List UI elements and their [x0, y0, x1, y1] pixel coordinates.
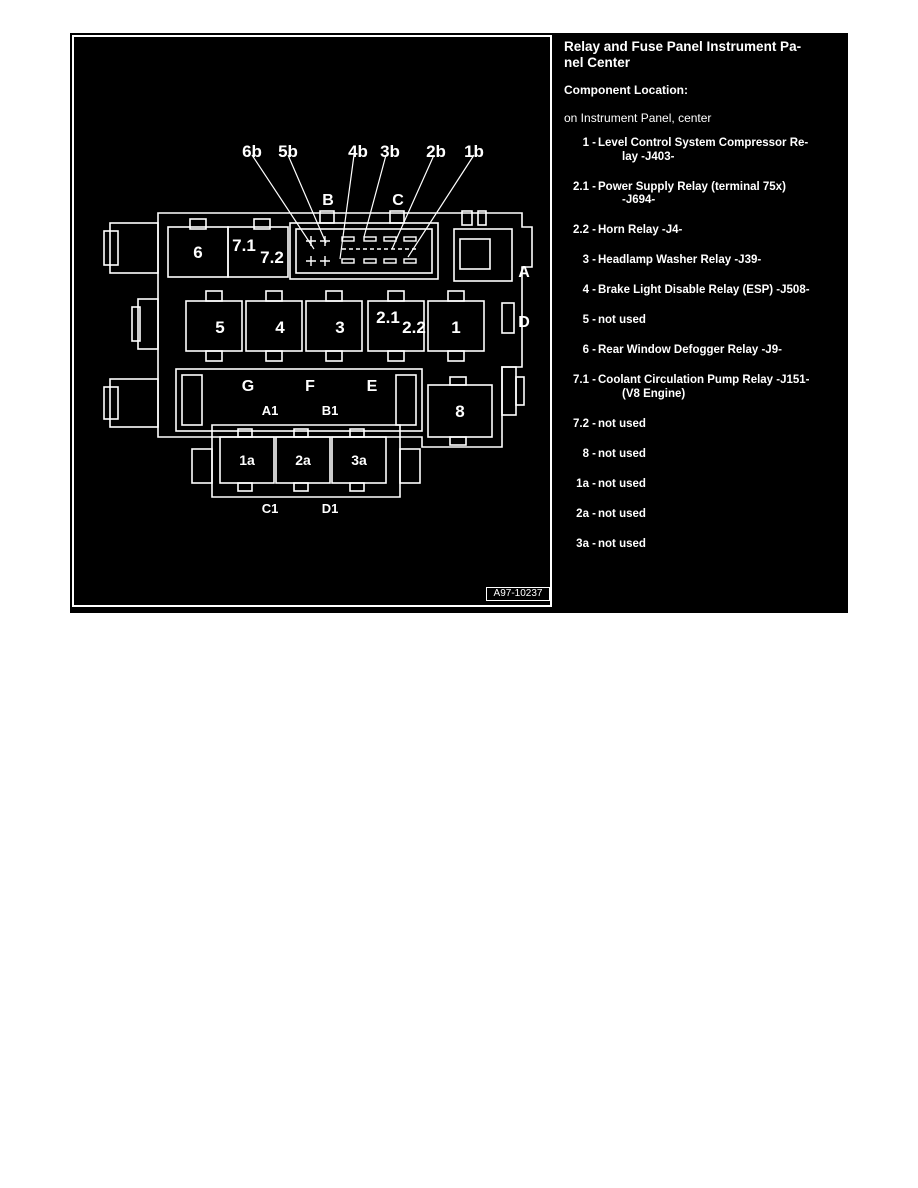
figure-title: Relay and Fuse Panel Instrument Pa- nel … [564, 39, 836, 71]
legend-number: 2.2 - [572, 224, 596, 236]
connector-label-G: G [242, 378, 254, 395]
legend-description: Headlamp Washer Relay -J39- [598, 254, 836, 268]
legend-line: Level Control System Compressor Re- [598, 137, 809, 149]
callout-2b: 2b [426, 142, 446, 161]
legend-line: not used [598, 507, 646, 520]
legend-item: 1a -not used [564, 478, 836, 492]
relay-label-8: 8 [455, 402, 464, 421]
connector-label-B: B [322, 192, 334, 209]
legend-item: 3 -Headlamp Washer Relay -J39- [564, 254, 836, 268]
title-line: Relay and Fuse Panel Instrument Pa- [564, 39, 802, 54]
connector-label-B1: B1 [322, 403, 339, 418]
diagram-frame: 6b 5b 4b 3b 2b 1b B C A D G F E A1 B1 C1… [72, 35, 552, 607]
legend-item: 7.1 -Coolant Circulation Pump Relay -J15… [564, 374, 836, 401]
legend-description: not used [598, 478, 836, 492]
relay-label-1a: 1a [239, 452, 255, 468]
relay-label-7-1: 7.1 [232, 236, 256, 255]
relay-fuse-panel-figure: 6b 5b 4b 3b 2b 1b B C A D G F E A1 B1 C1… [70, 33, 848, 613]
legend-number: 1a - [576, 477, 596, 490]
legend-item: 1 -Level Control System Compressor Re-la… [564, 137, 836, 164]
connector-label-D: D [518, 314, 530, 331]
legend-description: not used [598, 448, 836, 462]
legend-item: 8 -not used [564, 448, 836, 462]
connector-label-C1: C1 [262, 501, 279, 516]
legend-line: Rear Window Defogger Relay -J9- [598, 344, 782, 356]
legend-description: not used [598, 538, 836, 552]
connector-label-A: A [518, 264, 530, 281]
relay-label-4: 4 [275, 318, 285, 337]
callout-4b: 4b [348, 142, 368, 161]
relay-label-2-1: 2.1 [376, 308, 400, 327]
legend-item: 4 -Brake Light Disable Relay (ESP) -J508… [564, 284, 836, 298]
relay-panel-diagram: 6b 5b 4b 3b 2b 1b B C A D G F E A1 B1 C1… [103, 142, 533, 516]
legend-line: lay -J403- [622, 150, 675, 163]
legend-item: 5 -not used [564, 314, 836, 328]
legend-description: Power Supply Relay (terminal 75x)-J694- [598, 181, 836, 208]
component-location-heading: Component Location: [564, 83, 688, 97]
legend-item: 6 -Rear Window Defogger Relay -J9- [564, 344, 836, 358]
legend-description: Horn Relay -J4- [598, 224, 836, 238]
legend-panel: Relay and Fuse Panel Instrument Pa- nel … [564, 39, 836, 568]
callout-1b: 1b [464, 142, 484, 161]
legend-number: 2a - [576, 507, 596, 520]
legend-description: not used [598, 418, 836, 432]
relay-label-6: 6 [193, 243, 202, 262]
title-line: nel Center [564, 55, 631, 70]
legend-number: 5 - [582, 314, 596, 326]
connector-label-F: F [305, 378, 315, 395]
legend-number: 7.1 - [572, 374, 596, 386]
legend-number: 2.1 - [572, 180, 596, 193]
legend-line: Horn Relay -J4- [598, 224, 683, 236]
relay-label-1: 1 [451, 318, 460, 337]
legend-description: Level Control System Compressor Re-lay -… [598, 137, 836, 164]
relay-label-2a: 2a [295, 452, 311, 468]
legend-line: not used [598, 417, 646, 430]
legend-line: not used [598, 477, 646, 490]
legend-item: 3a -not used [564, 538, 836, 552]
legend-number: 3a - [576, 537, 596, 550]
legend-number: 1 - [582, 137, 596, 149]
legend-line: Headlamp Washer Relay -J39- [598, 254, 762, 266]
legend-number: 7.2 - [572, 417, 596, 430]
legend-line: not used [598, 447, 646, 460]
relay-label-3: 3 [335, 318, 344, 337]
legend-description: Coolant Circulation Pump Relay -J151-(V8… [598, 374, 836, 401]
figure-id: A97-10237 [486, 587, 550, 601]
legend-description: not used [598, 314, 836, 328]
relay-label-5: 5 [215, 318, 224, 337]
legend-item: 7.2 -not used [564, 418, 836, 432]
legend-description: Rear Window Defogger Relay -J9- [598, 344, 836, 358]
legend-item: 2.2 -Horn Relay -J4- [564, 224, 836, 238]
legend-line: Brake Light Disable Relay (ESP) -J508- [598, 284, 810, 296]
legend-number: 4 - [582, 284, 596, 296]
legend-line: not used [598, 314, 646, 326]
legend-item: 2.1 -Power Supply Relay (terminal 75x)-J… [564, 181, 836, 208]
callout-3b: 3b [380, 142, 400, 161]
callout-5b: 5b [278, 142, 298, 161]
legend-number: 3 - [582, 254, 596, 266]
relay-label-7-2: 7.2 [260, 248, 284, 267]
legend-line: not used [598, 537, 646, 550]
legend-line: Coolant Circulation Pump Relay -J151- [598, 374, 810, 386]
relay-label-3a: 3a [351, 452, 367, 468]
connector-label-A1: A1 [262, 403, 279, 418]
legend-number: 8 - [582, 447, 596, 460]
callout-6b: 6b [242, 142, 262, 161]
legend-number: 6 - [582, 344, 596, 356]
connector-label-E: E [367, 378, 378, 395]
location-text: on Instrument Panel, center [564, 111, 712, 125]
legend-list: 1 -Level Control System Compressor Re-la… [564, 137, 836, 551]
legend-description: not used [598, 508, 836, 522]
legend-line: (V8 Engine) [622, 387, 686, 400]
connector-label-D1: D1 [322, 501, 339, 516]
relay-label-2-2: 2.2 [402, 318, 426, 337]
legend-item: 2a -not used [564, 508, 836, 522]
connector-label-C: C [392, 192, 404, 209]
legend-line: -J694- [622, 194, 656, 206]
legend-line: Power Supply Relay (terminal 75x) [598, 180, 786, 193]
legend-description: Brake Light Disable Relay (ESP) -J508- [598, 284, 836, 298]
